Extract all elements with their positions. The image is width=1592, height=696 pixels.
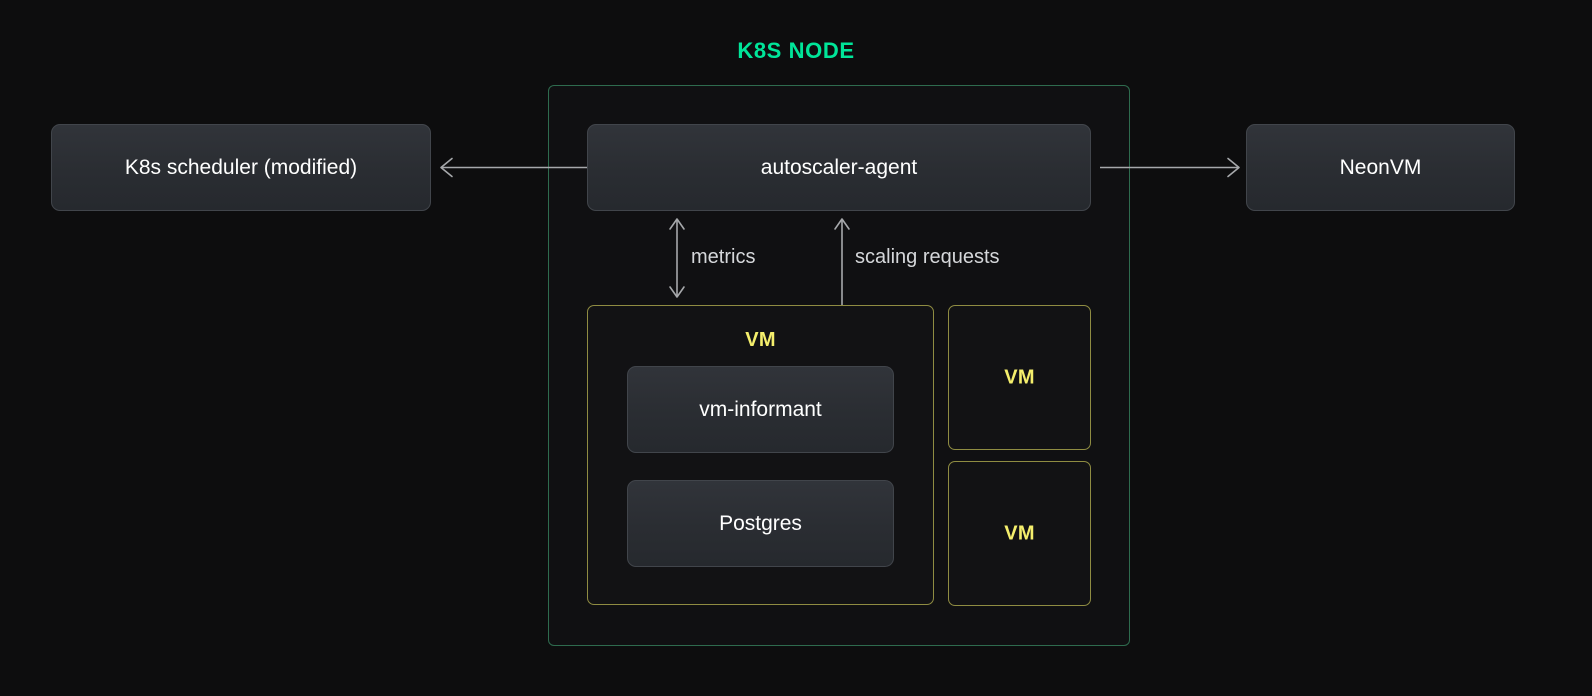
edge-label-metrics: metrics — [691, 246, 756, 268]
vm-box-secondary-1[interactable]: VM — [948, 305, 1091, 450]
node-postgres[interactable]: Postgres — [627, 480, 894, 567]
vm-box-secondary-2[interactable]: VM — [948, 461, 1091, 606]
node-vm-informant[interactable]: vm-informant — [627, 366, 894, 453]
node-autoscaler-agent[interactable]: autoscaler-agent — [587, 124, 1091, 211]
vm-label-primary: VM — [745, 329, 776, 351]
vm-label-secondary-1: VM — [1004, 366, 1035, 388]
node-neonvm[interactable]: NeonVM — [1246, 124, 1515, 211]
edge-label-scaling-requests: scaling requests — [855, 246, 1000, 268]
node-k8s-scheduler[interactable]: K8s scheduler (modified) — [51, 124, 431, 211]
k8s-node-title: K8S NODE — [737, 38, 855, 63]
vm-label-secondary-2: VM — [1004, 522, 1035, 544]
